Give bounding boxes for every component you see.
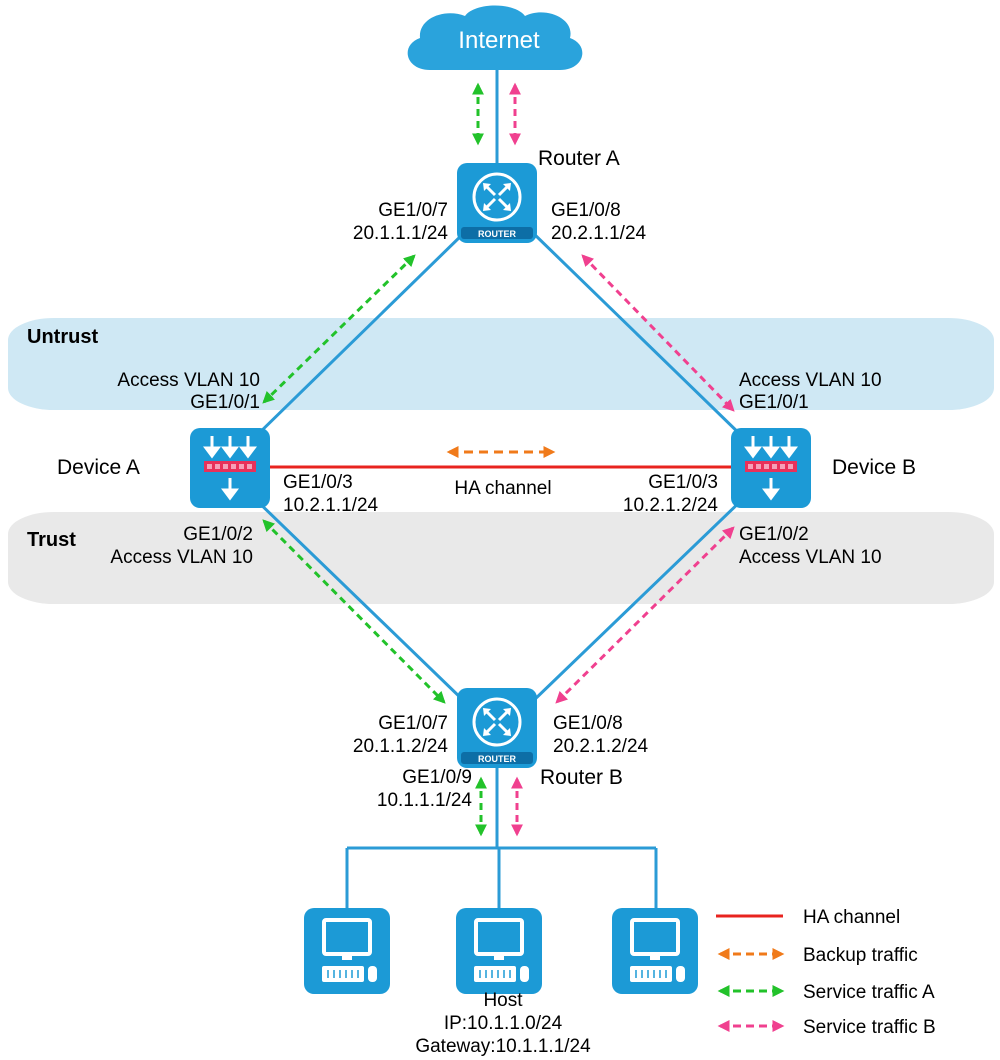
trust-zone-label: Trust [27, 529, 76, 551]
untrust-zone-band [8, 318, 994, 410]
router-a-right-port: GE1/0/8 [551, 200, 621, 221]
ha-channel-label: HA channel [454, 478, 551, 499]
device-b-name: Device B [832, 456, 916, 479]
router-b-badge: ROUTER [478, 754, 517, 764]
device-a-name: Device A [57, 456, 140, 479]
router-a-left-ip: 20.1.1.1/24 [353, 223, 449, 244]
device-a-ha-ip: 10.2.1.1/24 [283, 495, 379, 516]
legend: HA channel Backup traffic Service traffi… [716, 907, 936, 1038]
legend-service-b-label: Service traffic B [803, 1017, 936, 1038]
router-a-left-port: GE1/0/7 [378, 200, 448, 221]
device-b-ha-ip: 10.2.1.2/24 [623, 495, 719, 516]
legend-backup-label: Backup traffic [803, 945, 918, 966]
device-a-down-access: Access VLAN 10 [110, 547, 253, 568]
router-b-icon[interactable]: ROUTER [455, 686, 539, 770]
trust-zone-band [8, 512, 994, 604]
host-gateway: Gateway:10.1.1.1/24 [415, 1036, 591, 1057]
router-a-icon[interactable]: ROUTER [455, 161, 539, 245]
host-pc-icon[interactable] [454, 906, 544, 996]
device-a-firewall-icon[interactable] [188, 426, 272, 510]
device-a-down-port: GE1/0/2 [183, 524, 253, 545]
router-a-name: Router A [538, 147, 620, 170]
service-b-arrow-lower [555, 526, 735, 704]
host-name: Host [483, 990, 523, 1011]
internet-label: Internet [458, 27, 540, 54]
device-a-ha-port: GE1/0/3 [283, 472, 353, 493]
router-b-down-ip: 10.1.1.1/24 [377, 790, 473, 811]
device-b-firewall-icon[interactable] [729, 426, 813, 510]
service-a-arrow-lower [262, 519, 446, 704]
router-b-right-ip: 20.2.1.2/24 [553, 736, 649, 757]
device-a-up-port: GE1/0/1 [190, 392, 260, 413]
device-b-down-access: Access VLAN 10 [739, 547, 882, 568]
router-b-right-port: GE1/0/8 [553, 713, 623, 734]
service-a-arrow-upper [262, 254, 416, 404]
router-b-name: Router B [540, 766, 623, 789]
device-a-up-access: Access VLAN 10 [117, 370, 260, 391]
untrust-zone-label: Untrust [27, 326, 98, 348]
router-b-left-port: GE1/0/7 [378, 713, 448, 734]
router-a-right-ip: 20.2.1.1/24 [551, 223, 647, 244]
device-b-up-access: Access VLAN 10 [739, 370, 882, 391]
device-b-up-port: GE1/0/1 [739, 392, 809, 413]
legend-service-a-label: Service traffic A [803, 982, 935, 1003]
legend-ha-channel-label: HA channel [803, 907, 900, 928]
router-b-down-port: GE1/0/9 [402, 767, 472, 788]
router-b-left-ip: 20.1.1.2/24 [353, 736, 449, 757]
pc-right-icon[interactable] [610, 906, 700, 996]
device-b-down-port: GE1/0/2 [739, 524, 809, 545]
pc-left-icon[interactable] [302, 906, 392, 996]
host-ip: IP:10.1.1.0/24 [444, 1013, 563, 1034]
device-b-ha-port: GE1/0/3 [648, 472, 718, 493]
internet-cloud-icon [407, 5, 583, 70]
router-a-badge: ROUTER [478, 229, 517, 239]
